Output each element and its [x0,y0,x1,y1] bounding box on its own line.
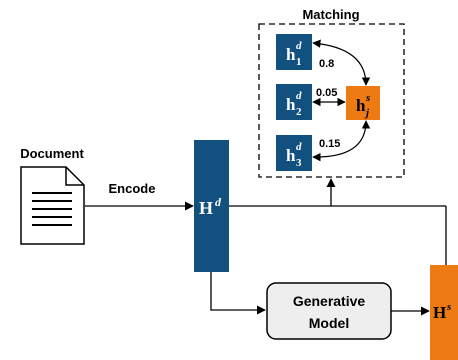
h2-sub: 2 [296,106,302,118]
to-model-arrow [210,272,266,315]
document-icon [20,166,85,245]
h1-sub: 1 [296,56,302,68]
model-label-line2: Model [309,315,349,331]
match-arrow-h3 [312,120,371,162]
hs-block: H s [430,265,458,360]
doc-vector-h1: h d 1 [276,34,312,70]
h3-base: h [286,146,296,165]
score-h1: 0.8 [319,58,334,70]
hd-sup: d [215,195,222,209]
doc-vector-h2: h d 2 [276,84,312,120]
hs-base: H [433,303,446,322]
h2-base: h [286,95,296,114]
hd-block: H d [194,140,229,272]
hj-sub: j [364,107,370,119]
h2-sup: d [296,90,302,102]
h3-sub: 3 [296,157,302,169]
model-label-line1: Generative [293,293,366,309]
generative-model-box: Generative Model [266,282,392,340]
hd-base: H [199,198,213,218]
encode-label: Encode [109,181,156,196]
match-arrow-h1 [312,39,371,86]
summary-vector-hj: h s j [346,86,380,120]
score-h2: 0.05 [316,87,337,99]
h3-sup: d [296,141,302,153]
h1-base: h [286,45,296,64]
matching-box [258,23,405,178]
hj-sup: s [365,92,370,104]
matching-title: Matching [302,7,359,22]
doc-vector-h3: h d 3 [276,135,312,171]
hj-base: h [356,96,366,115]
h1-sup: d [296,40,302,52]
document-label: Document [20,146,84,161]
hs-sup: s [446,301,451,313]
score-h3: 0.15 [319,138,340,150]
